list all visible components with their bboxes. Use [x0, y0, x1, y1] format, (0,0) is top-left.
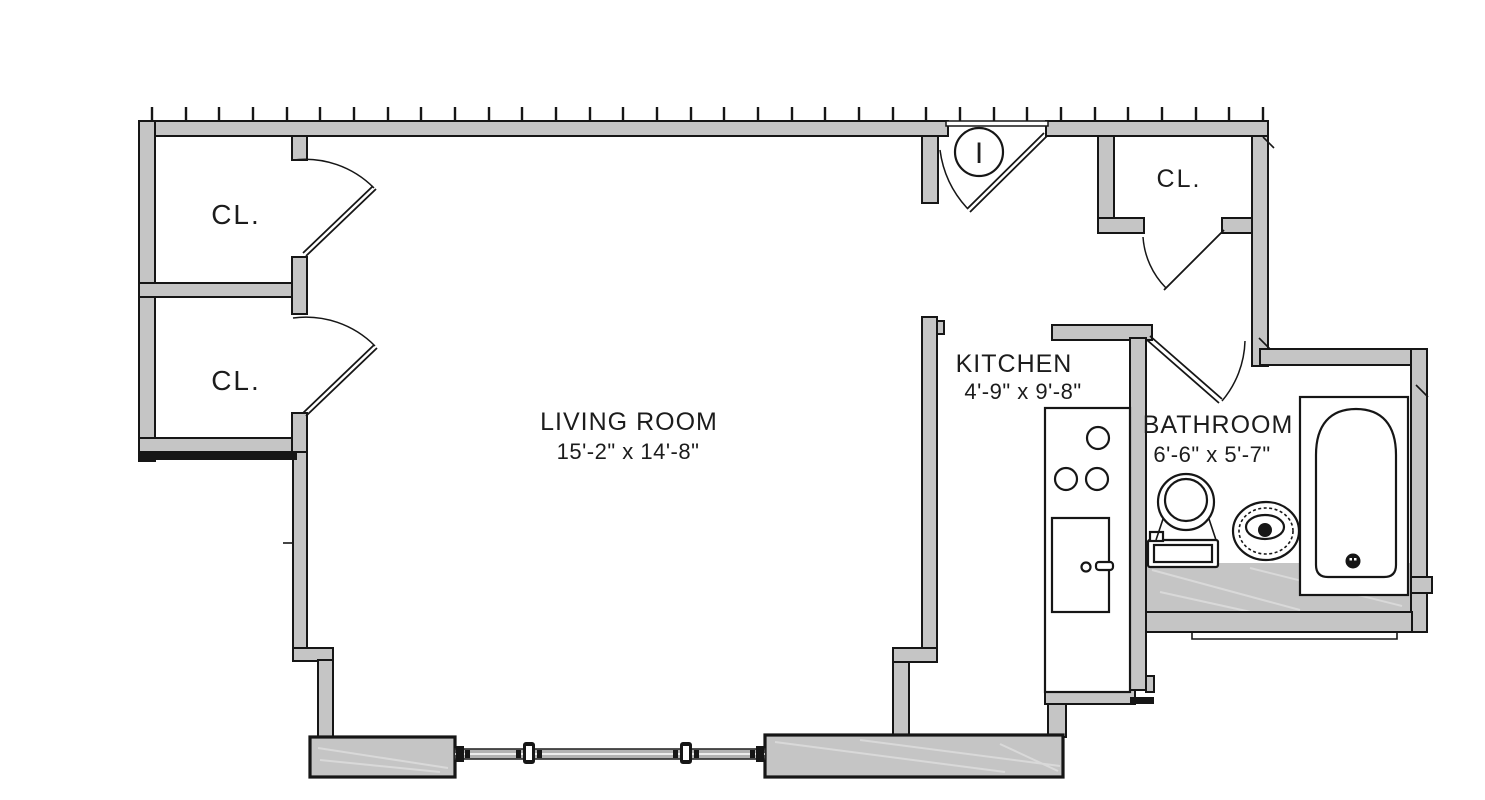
entry-marker: I [953, 126, 1005, 178]
window-end-nub-right [750, 750, 755, 758]
living-room-left-wall [292, 451, 308, 653]
entry-marker-circle [953, 126, 1005, 178]
window-end-nub-left [465, 750, 470, 758]
bathroom-fixtures [1146, 395, 1410, 597]
closet2-label: CL. [211, 365, 261, 396]
stove-burner-3 [1084, 466, 1110, 492]
bathtub-basin [1314, 407, 1398, 579]
sink-rim [1238, 507, 1294, 555]
closet-jamb-middle [291, 256, 308, 315]
bathroom-bottom-wall [1145, 611, 1413, 633]
living-room-wall-jog [292, 647, 334, 662]
window-mullion-2-inner [683, 746, 689, 760]
corner-tick-3 [1415, 384, 1429, 398]
window-mullion-1-nub-l [516, 750, 521, 758]
closet3-jamb [1221, 217, 1254, 234]
closet-jamb-lower [291, 412, 308, 453]
oven-knob [1080, 561, 1092, 573]
closet3-right-wall [1251, 135, 1269, 367]
closet3-bottom-wall [1097, 217, 1145, 234]
window-mullion-1-inner [526, 746, 532, 760]
bathtub-drain-dot-2 [1354, 558, 1357, 561]
corner-tick-1 [1262, 136, 1275, 149]
kitchen-bathroom-divider [1129, 337, 1147, 691]
bathroom-door [1146, 335, 1246, 404]
window-mullion-2-nub-r [694, 750, 699, 758]
exterior-wall-top-left-span [139, 120, 949, 137]
kitchen-left-wall-lower [892, 661, 910, 738]
top-wall-tick-marks [150, 107, 1265, 121]
exterior-wall-right [1410, 348, 1428, 633]
closet2-bottom-wall [138, 437, 308, 453]
window-end-cap-right [756, 746, 764, 762]
kitchen-top-wall [1051, 324, 1153, 341]
kitchen-wall-nub [936, 320, 945, 335]
radiator-block-right [763, 733, 1065, 779]
right-wall-notch [1410, 576, 1433, 594]
living-room-dimensions: 15'-2" x 14'-8" [557, 439, 700, 464]
closet2-door [292, 316, 378, 417]
window [454, 742, 766, 764]
room-labels: CL. CL. CL. LIVING ROOM 15'-2" x 14'-8" … [211, 165, 1294, 467]
entry-door [939, 132, 1048, 213]
kitchen-pier [1047, 703, 1067, 738]
toilet-tank-inner [1152, 543, 1214, 564]
closet-jamb-top [291, 135, 308, 161]
living-room-label: LIVING ROOM [540, 408, 718, 436]
toilet-bowl-flare [1155, 518, 1217, 541]
bathroom-dimensions: 6'-6" x 5'-7" [1153, 442, 1270, 467]
divider-end-cap [1130, 697, 1154, 704]
entry-wall-stub [921, 135, 939, 204]
bathtub-drain [1345, 553, 1361, 569]
kitchen-dimensions: 4'-9" x 9'-8" [964, 379, 1081, 404]
closet3-label: CL. [1157, 165, 1202, 193]
kitchen-label: KITCHEN [956, 350, 1073, 378]
kitchen-wall-jog [892, 647, 938, 663]
toilet-seat [1163, 477, 1209, 523]
bathroom-top-wall [1259, 348, 1413, 366]
closet1-label: CL. [211, 199, 261, 230]
stove-burner-2 [1053, 466, 1079, 492]
walls [138, 120, 1433, 738]
closet1-door [292, 158, 377, 257]
closet3-door [1142, 229, 1225, 291]
bathroom-label: BATHROOM [1143, 411, 1294, 439]
window-mullion-2-nub-l [673, 750, 678, 758]
divider-step [1145, 675, 1155, 693]
stove-burner-1 [1085, 425, 1111, 451]
wall-accents [139, 136, 1429, 704]
entry-opening [945, 120, 1049, 127]
closet2-bottom-edge [139, 452, 297, 460]
kitchen-counter-unit [1043, 406, 1132, 694]
bathtub-drain-dot-1 [1349, 558, 1352, 561]
exterior-wall-top-right-span [1045, 120, 1269, 137]
bathroom-outer-lip [1191, 632, 1398, 640]
window-mullion-1-nub-r [537, 750, 542, 758]
entry-marker-label: I [975, 137, 983, 170]
doors [292, 132, 1246, 417]
oven-handle [1094, 560, 1115, 572]
sink-drain [1258, 523, 1272, 537]
kitchen-left-wall [921, 316, 938, 653]
corner-tick-2 [1258, 337, 1271, 350]
closet-divider-wall [138, 282, 308, 298]
radiator-hatch [317, 739, 1061, 773]
window-end-cap-left [456, 746, 464, 762]
living-room-left-wall-lower [317, 659, 334, 738]
